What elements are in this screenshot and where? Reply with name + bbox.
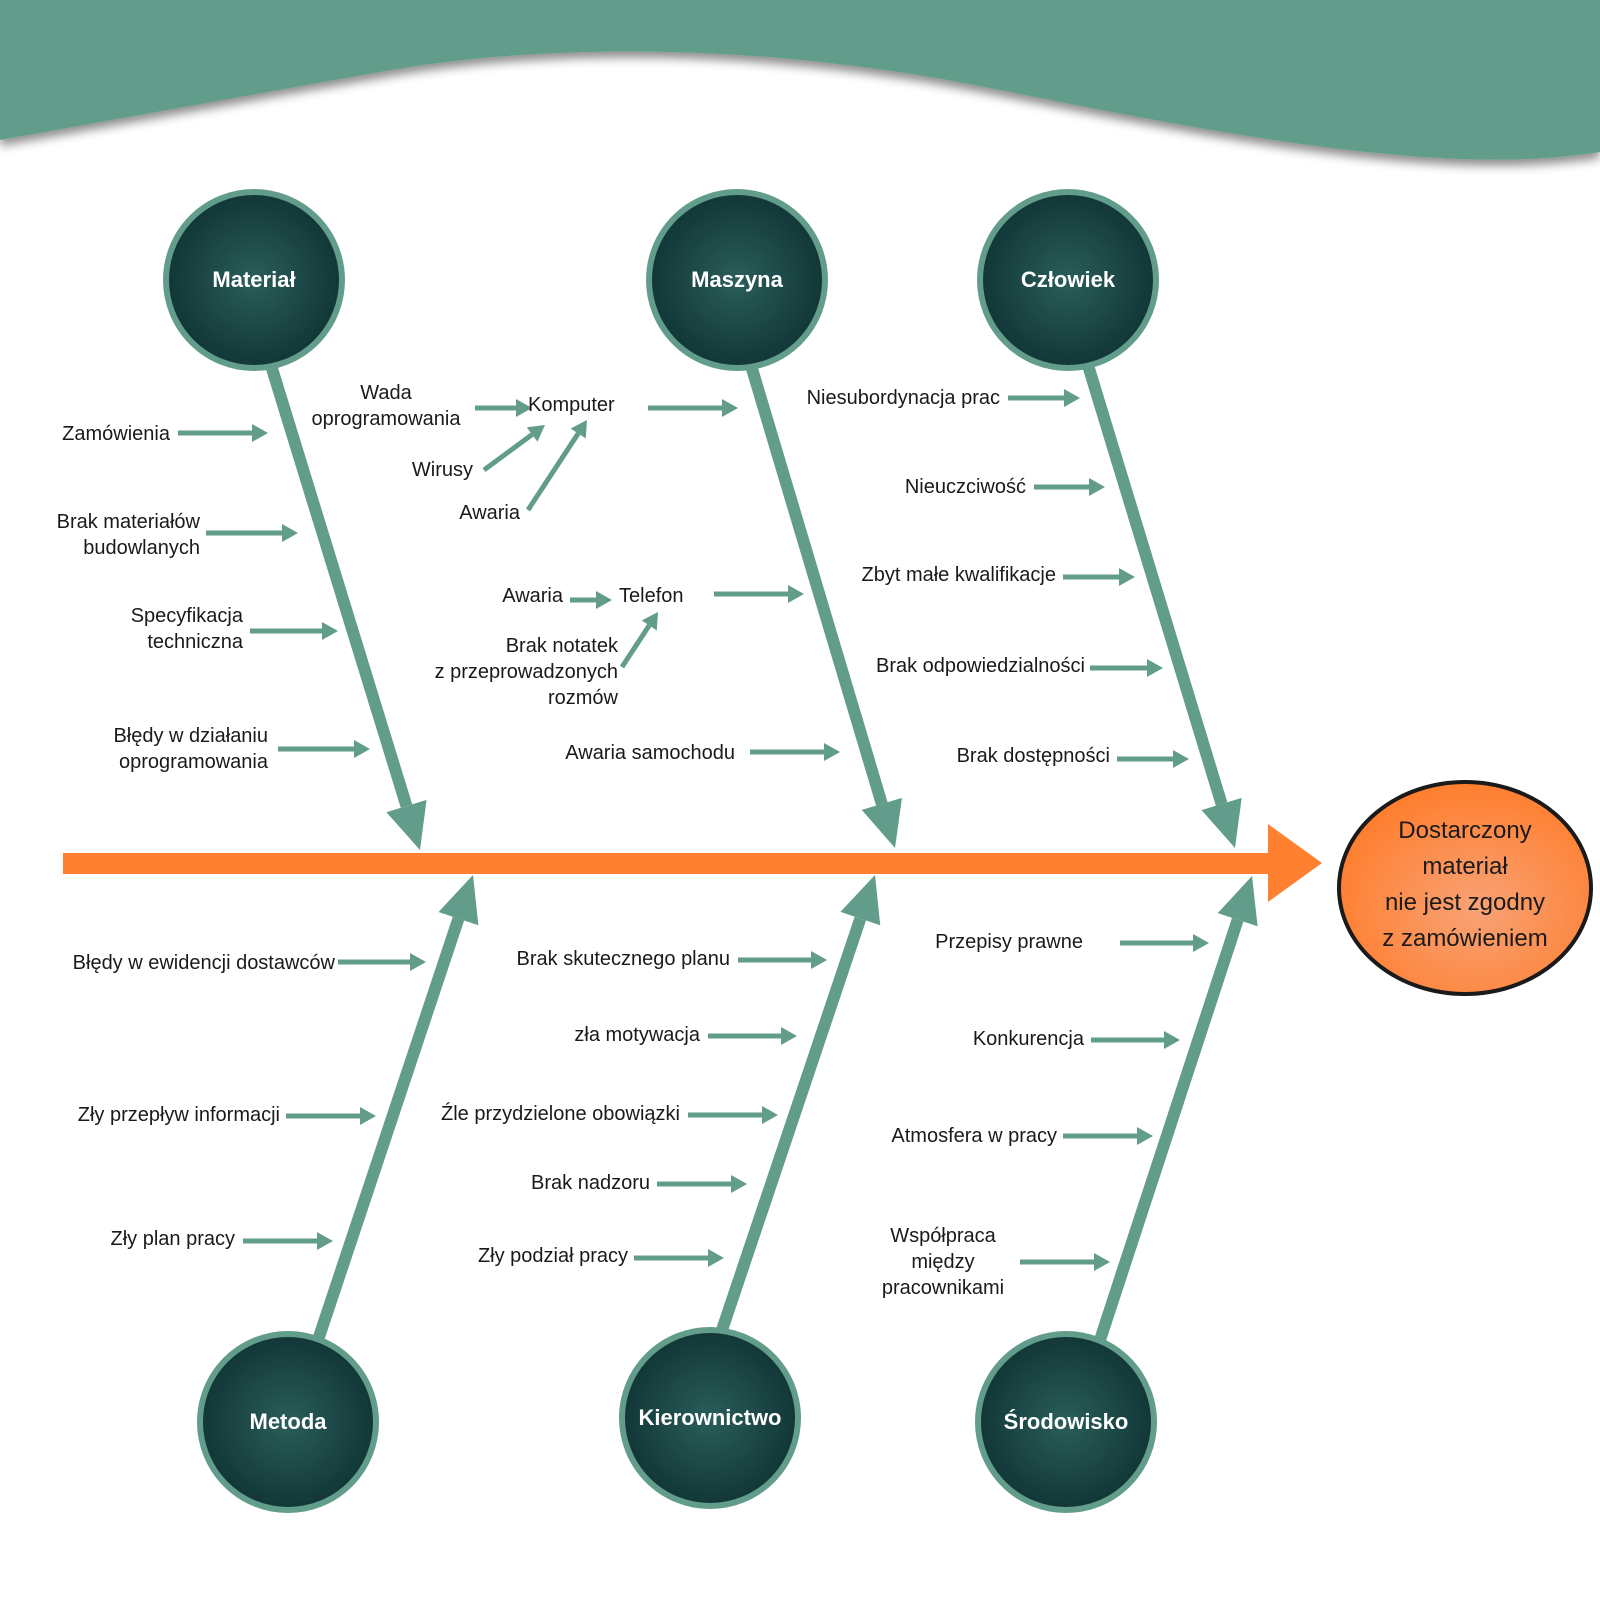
cause-arrow-head xyxy=(1064,389,1080,407)
cause-arrow-head xyxy=(317,1232,333,1250)
bone-srodowisko-head xyxy=(1217,876,1258,927)
bone-maszyna-shaft xyxy=(744,360,888,806)
cause-arrow-head xyxy=(1089,478,1105,496)
category-circle xyxy=(977,189,1159,371)
cause-arrow-head xyxy=(1137,1127,1153,1145)
category-circle xyxy=(619,1327,801,1509)
cause-label: Brak dostępności xyxy=(956,745,1110,767)
spine-shaft xyxy=(63,853,1273,874)
category-metoda: Metoda xyxy=(249,1409,327,1434)
cause-label: Brak skutecznego planu xyxy=(516,948,730,970)
cause-label: Atmosfera w pracy xyxy=(891,1125,1057,1147)
effect-ellipse xyxy=(1337,780,1593,996)
cause-label: Konkurencja xyxy=(972,1028,1084,1050)
cause-label: Zły przepływ informacji xyxy=(77,1104,280,1126)
cause-arrow-shaft xyxy=(619,624,652,669)
cause-arrow-head xyxy=(762,1106,778,1124)
cause-label: Brak odpowiedzialności xyxy=(875,655,1085,677)
cause-arrow-head xyxy=(781,1027,797,1045)
cause-arrow-head xyxy=(1173,750,1189,768)
cause-label-komputer: Komputer xyxy=(528,394,615,416)
cause-arrow-head xyxy=(282,524,298,542)
cause-arrow-head xyxy=(722,399,738,417)
cause-arrow-head xyxy=(410,953,426,971)
cause-label: zła motywacja xyxy=(574,1024,700,1046)
cause-label: Wada oprogramowania xyxy=(311,382,461,430)
cause-arrows xyxy=(178,389,1209,1271)
cause-label: Nieuczciwość xyxy=(904,476,1026,498)
cause-arrow-head xyxy=(788,585,804,603)
cause-arrow-head xyxy=(322,622,338,640)
bone-maszyna-head xyxy=(861,797,902,848)
cause-arrow-head xyxy=(1164,1031,1180,1049)
category-maszyna: Maszyna xyxy=(691,267,783,292)
cause-label: Niesubordynacja prac xyxy=(806,387,1000,409)
cause-arrow-head xyxy=(516,399,532,417)
bone-metoda-head xyxy=(438,875,479,926)
cause-label: Specyfikacja techniczna xyxy=(130,605,243,653)
cause-arrow-head xyxy=(1193,934,1209,952)
cause-label: Awaria xyxy=(502,585,563,607)
main-spine-arrow xyxy=(63,824,1322,902)
category-material: Materiał xyxy=(212,267,296,292)
cause-arrow-head xyxy=(360,1107,376,1125)
bone-srodowisko-shaft xyxy=(1094,917,1244,1342)
category-circle xyxy=(646,189,828,371)
cause-arrow-head xyxy=(570,420,587,439)
cause-arrow-head xyxy=(1147,659,1163,677)
category-circle xyxy=(975,1331,1157,1513)
bone-kierownictwo-shaft xyxy=(716,916,867,1332)
cause-arrow-head xyxy=(1094,1253,1110,1271)
category-kierownictwo: Kierownictwo xyxy=(638,1405,782,1430)
cause-label: Awaria xyxy=(459,502,520,524)
cause-label: Współpraca między pracownikami xyxy=(881,1225,1005,1299)
cause-label-telefon: Telefon xyxy=(619,585,684,607)
cause-arrow-head xyxy=(354,740,370,758)
cause-arrow-head xyxy=(596,591,612,609)
cause-arrow-shaft xyxy=(525,432,581,512)
header-wave-shape xyxy=(0,0,1600,160)
cause-label: Źle przydzielone obowiązki xyxy=(440,1103,680,1125)
bone-czlowiek-head xyxy=(1201,797,1242,848)
cause-label: Brak materiałów budowlanych xyxy=(56,511,200,559)
cause-arrow-head xyxy=(824,743,840,761)
cause-arrow-head xyxy=(252,424,268,442)
cause-arrow-head xyxy=(1119,568,1135,586)
bone-kierownictwo-head xyxy=(840,875,881,926)
category-czlowiek: Człowiek xyxy=(1020,267,1116,292)
cause-arrow-head xyxy=(708,1249,724,1267)
category-srodowisko: Środowisko xyxy=(1003,1409,1129,1434)
cause-label: Błędy w działaniu oprogramowania xyxy=(113,725,268,773)
cause-arrow-head xyxy=(526,425,545,442)
category-circle xyxy=(197,1331,379,1513)
cause-label: Awaria samochodu xyxy=(565,742,735,764)
category-circles xyxy=(163,189,1593,1513)
cause-arrow-head xyxy=(731,1175,747,1193)
bone-metoda-shaft xyxy=(312,916,465,1342)
cause-arrow-shaft xyxy=(482,432,534,473)
bone-material-shaft xyxy=(264,360,413,808)
cause-arrow-head xyxy=(641,612,658,631)
bone-material-head xyxy=(386,799,427,850)
cause-arrow-head xyxy=(811,951,827,969)
header-wave xyxy=(0,0,1600,160)
bone-czlowiek-shaft xyxy=(1081,360,1228,806)
spine-head xyxy=(1268,824,1322,902)
cause-label: Zły plan pracy xyxy=(110,1228,236,1250)
category-bones xyxy=(264,360,1258,1342)
cause-label: Błędy w ewidencji dostawców xyxy=(72,952,335,974)
cause-label: Przepisy prawne xyxy=(935,931,1083,953)
cause-label: Brak notatek z przeprowadzonych rozmów xyxy=(434,635,618,709)
cause-label: Wirusy xyxy=(411,459,473,481)
cause-label: Zbyt małe kwalifikacje xyxy=(861,564,1056,586)
cause-label: Zamówienia xyxy=(62,423,170,445)
cause-label: Brak nadzoru xyxy=(531,1172,650,1194)
category-circle xyxy=(163,189,345,371)
effect-label: Dostarczony materiał nie jest zgodny z z… xyxy=(1382,817,1548,952)
cause-label: Zły podział pracy xyxy=(477,1245,628,1267)
